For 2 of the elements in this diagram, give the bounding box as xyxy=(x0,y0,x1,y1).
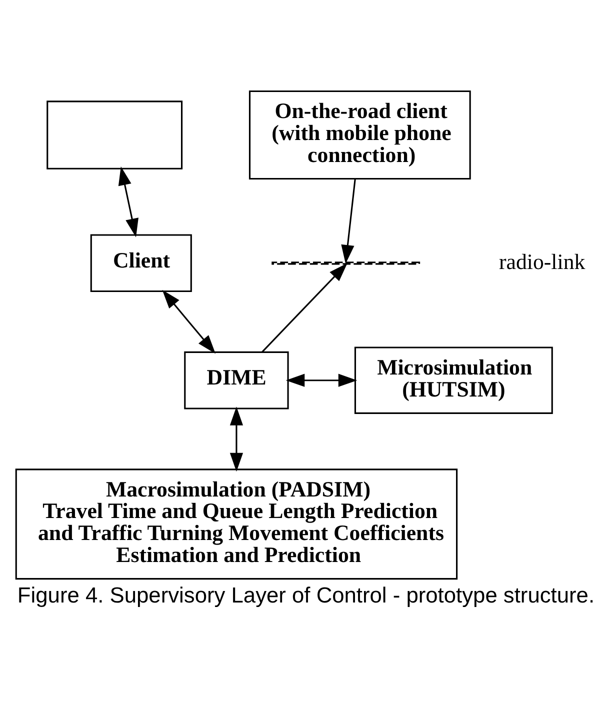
caption: Figure 4. Supervisory Layer of Control - prototype structure. xyxy=(17,582,595,608)
node-label: radio-link xyxy=(498,250,586,274)
